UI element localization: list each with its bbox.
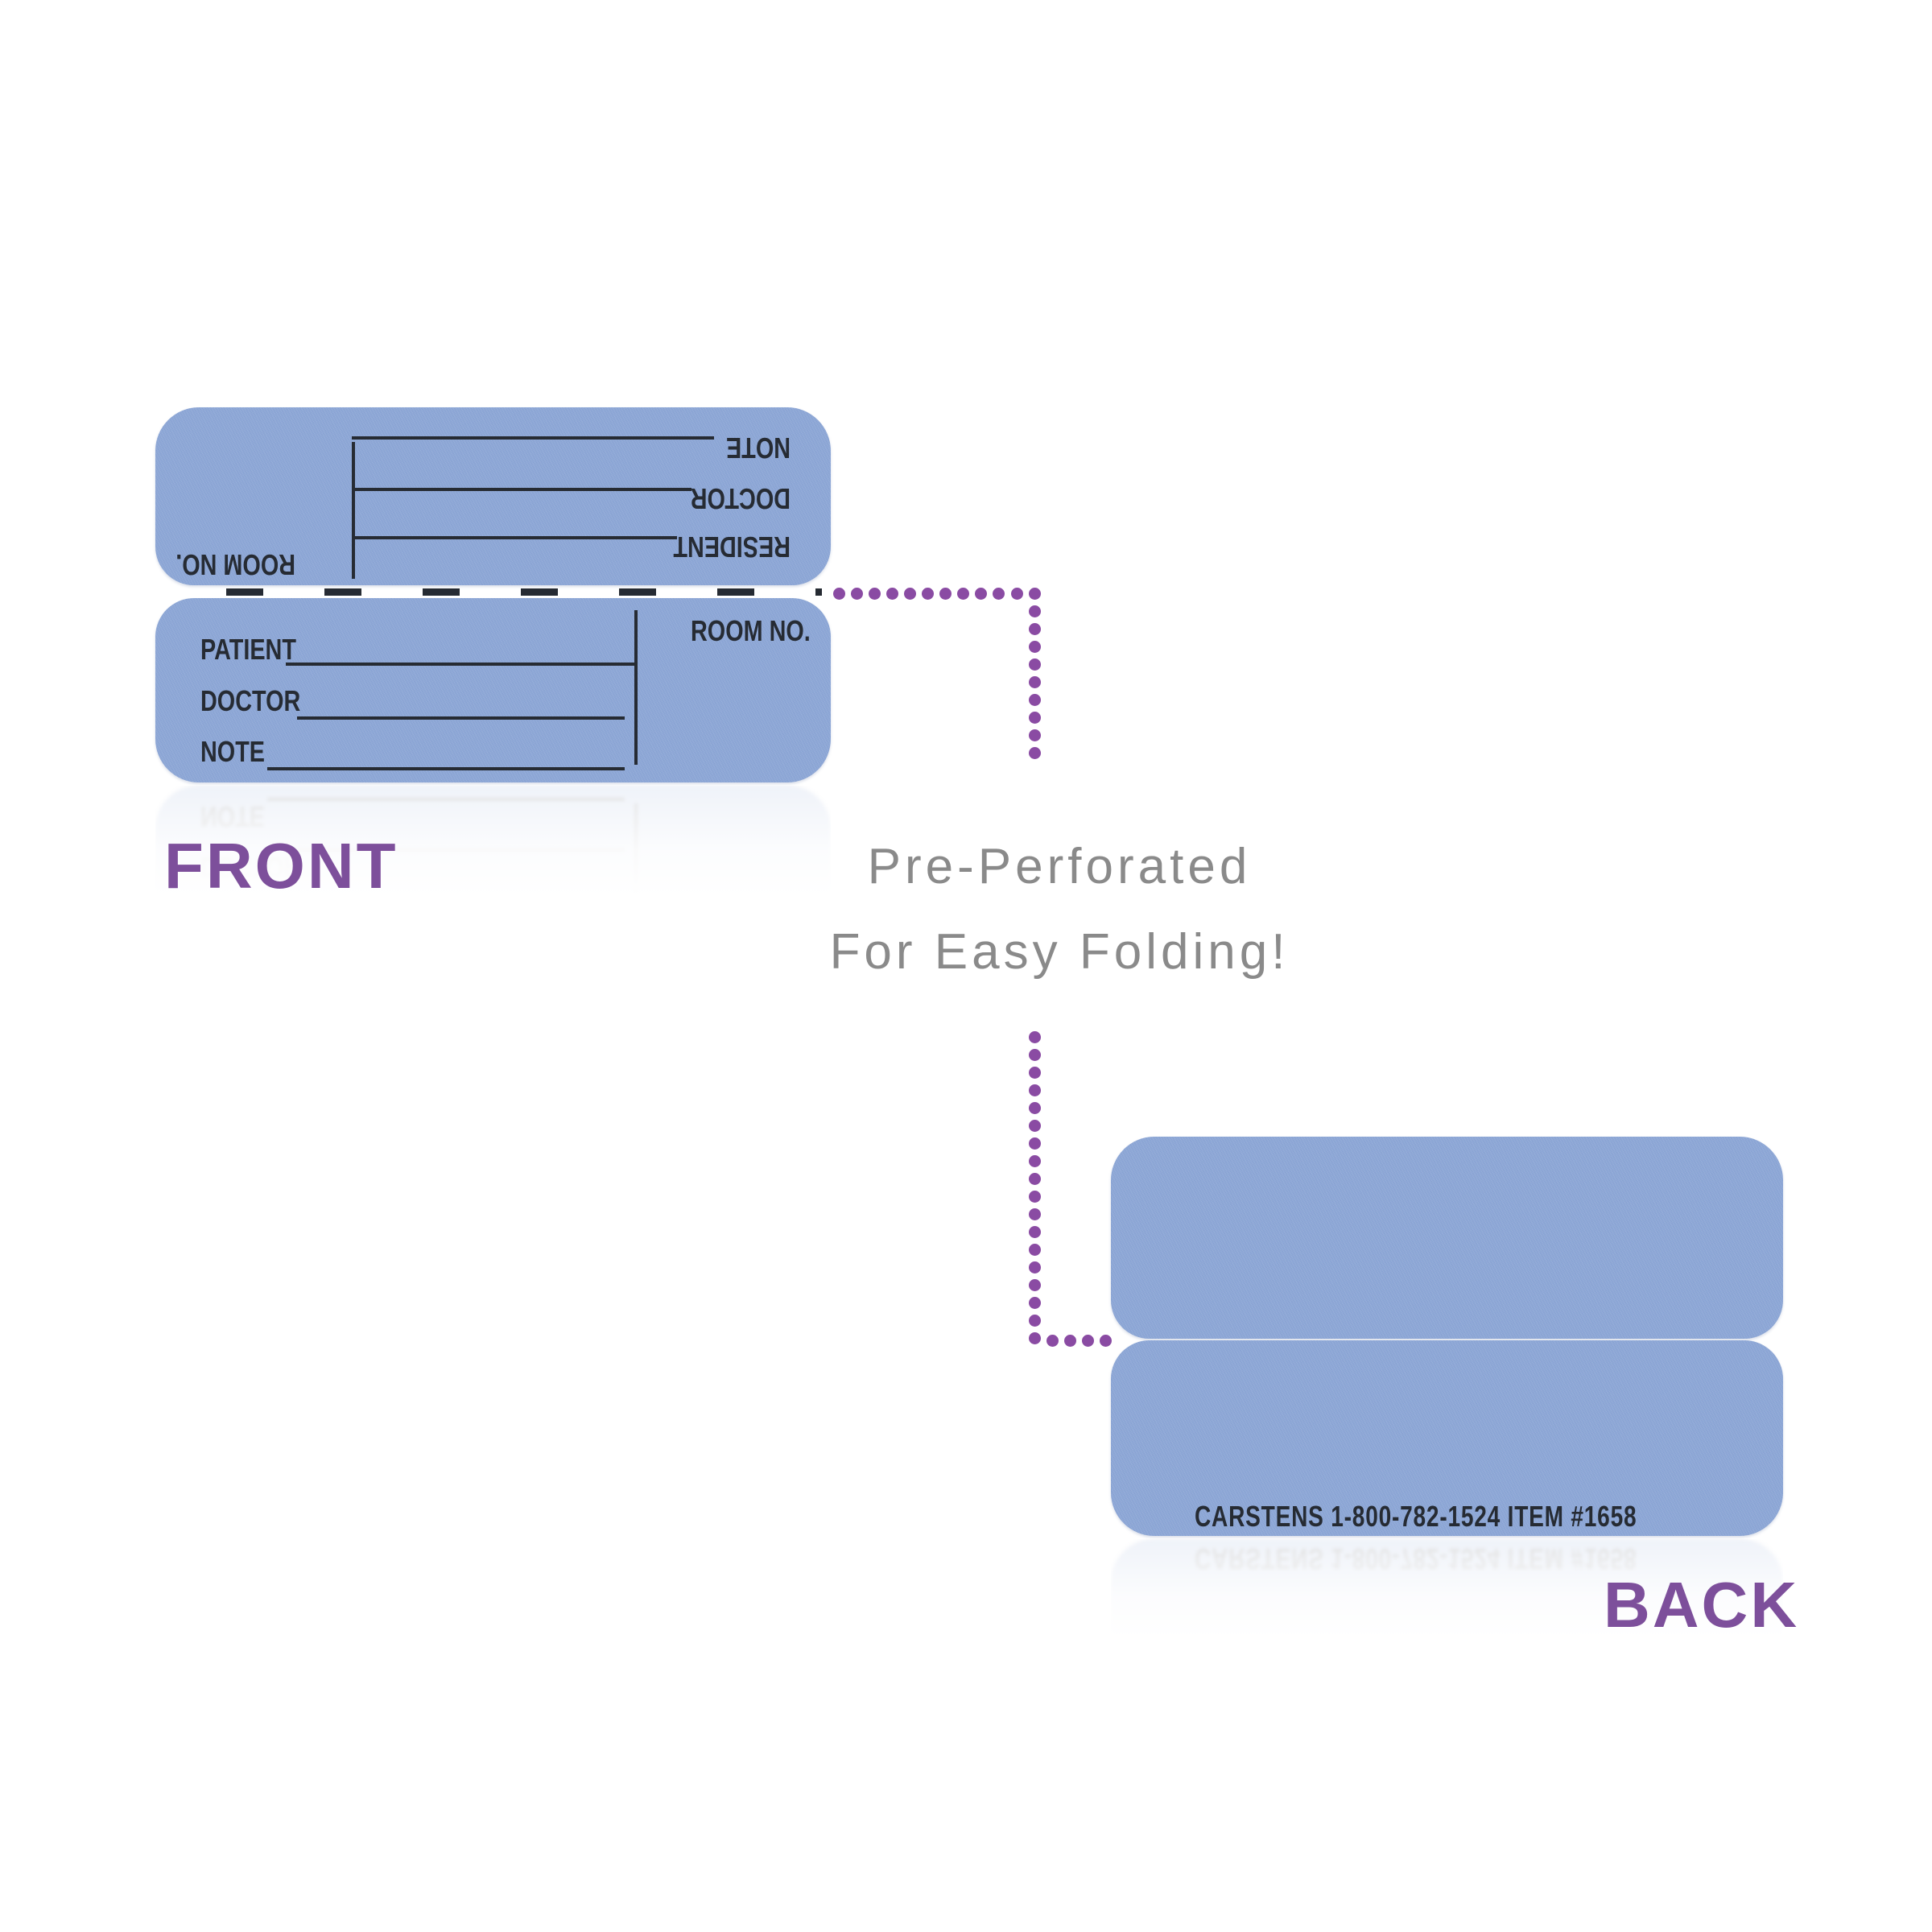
front-card-bottom-flap: ROOM NO. PATIENT DOCTOR NOTE [155,598,831,782]
connector-dot [868,587,881,600]
perforation-note-line2: For Easy Folding! [829,924,1290,980]
field-line [297,716,625,720]
back-card-bottom-flap: CARSTENS 1-800-782-1524 ITEM #1658 [1111,1340,1783,1536]
connector-dot [1010,587,1023,600]
connector-dot [1028,711,1041,724]
connector-dot [1028,640,1041,653]
connector-dot [1028,1172,1041,1185]
connector-dot [1046,1334,1059,1347]
field-line [286,663,634,666]
connector-dot [1028,1225,1041,1238]
connector-dot [1028,1066,1041,1079]
front-card-top-flap-form: ROOM NO. RESIDENT DOCTOR NOTE [155,407,831,585]
field-line [352,436,714,440]
front-card: ROOM NO. RESIDENT DOCTOR NOTE ROOM NO. P… [155,407,831,782]
connector-dot [1099,1334,1112,1347]
field-label-patient: PATIENT [200,633,296,666]
field-label-note: NOTE [725,431,791,464]
connector-dot [1028,746,1041,759]
connector-dot [1028,658,1041,671]
connector-dot [975,587,988,600]
field-line [352,536,677,539]
connector-dot [1063,1334,1076,1347]
field-label-note: NOTE [200,735,266,768]
field-label-resident: RESIDENT [673,530,791,564]
perforation-note-line1: Pre-Perforated [867,839,1252,894]
connector-dot [1028,1084,1041,1096]
connector-dot [1028,1154,1041,1167]
front-card-top-flap: ROOM NO. RESIDENT DOCTOR NOTE [155,407,831,585]
connector-dot [1028,622,1041,635]
back-card-top-flap [1111,1137,1783,1339]
connector-dot [1028,1208,1041,1220]
connector-dot [1028,1261,1041,1274]
connector-dot [1028,1331,1041,1344]
connector-dot [886,587,898,600]
perforation-dashed-line [226,588,822,596]
connector-dot [1028,729,1041,741]
connector-dot [1028,1278,1041,1291]
field-line [267,767,625,770]
connector-dot [939,587,952,600]
field-line [352,488,691,491]
room-no-label: ROOM NO. [175,548,295,581]
divider-line [634,610,638,765]
front-card-bottom-flap-form: ROOM NO. PATIENT DOCTOR NOTE [155,598,831,782]
connector-dot [1028,1101,1041,1114]
connector-dot [922,587,934,600]
connector-dot [1028,1243,1041,1256]
connector-dot [1028,1137,1041,1150]
back-footer-text: CARSTENS 1-800-782-1524 ITEM #1658 [1195,1500,1637,1533]
back-card: CARSTENS 1-800-782-1524 ITEM #1658 [1111,1137,1783,1536]
connector-dot [1028,605,1041,617]
connector-dot [1028,587,1041,600]
connector-dot [1028,693,1041,706]
connector-dot [1028,1030,1041,1043]
connector-dot [1028,1119,1041,1132]
connector-dot [1028,675,1041,688]
connector-dot [1028,1314,1041,1327]
connector-dot [850,587,863,600]
connector-dot [993,587,1005,600]
back-label: BACK [1604,1569,1800,1641]
connector-dot [957,587,970,600]
perforation-note: Pre-Perforated For Easy Folding! [778,824,1341,995]
room-no-label: ROOM NO. [691,614,811,647]
field-label-doctor: DOCTOR [200,684,301,717]
connector-dot [1081,1334,1094,1347]
field-label-doctor: DOCTOR [690,482,791,515]
connector-dot [1028,1190,1041,1203]
connector-dot [1028,1048,1041,1061]
front-label: FRONT [164,830,398,902]
divider-line [352,442,355,579]
connector-dot [1028,1296,1041,1309]
connector-dot [903,587,916,600]
connector-dot [832,587,845,600]
